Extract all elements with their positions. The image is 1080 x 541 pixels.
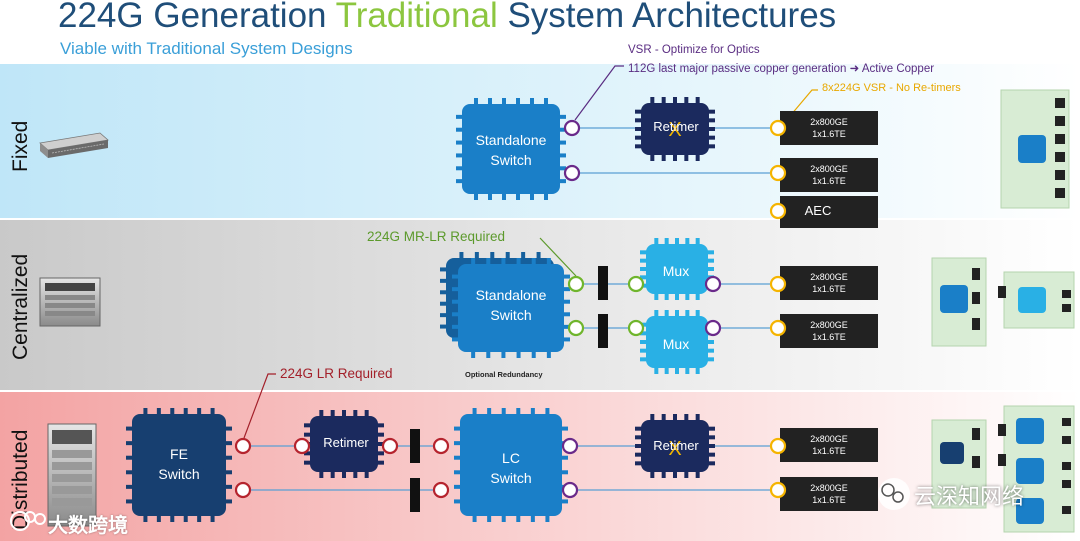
watermark-right-icon — [878, 478, 910, 510]
optical-module — [780, 428, 878, 462]
distributed-linecard-right — [998, 405, 1075, 533]
watermark-left: 大数跨境 — [48, 515, 128, 537]
standalone-switch-fixed — [456, 98, 566, 200]
port-circle — [563, 119, 581, 137]
port-circle — [561, 437, 579, 455]
port-circle — [563, 164, 581, 182]
centralized-linecard-right — [998, 271, 1075, 329]
mux-label: Mux — [662, 336, 690, 352]
port-circle — [769, 164, 787, 182]
aec-label: AEC — [804, 203, 832, 218]
distributed-chassis-image — [47, 423, 97, 527]
optical-module — [780, 477, 878, 511]
port-circle — [234, 437, 252, 455]
optical-module — [780, 314, 878, 348]
page-title: 224G Generation Traditional System Archi… — [58, 0, 836, 36]
port-circle — [567, 275, 585, 293]
optical-module — [780, 111, 878, 145]
annotation-no-retimers: 8x224G VSR - No Re-timers — [822, 82, 961, 94]
optical-module — [780, 266, 878, 300]
connector-bar — [410, 478, 420, 512]
annotation-optional-redundancy: Optional Redundancy — [465, 370, 543, 379]
arrow-right-icon: ➜ — [849, 63, 860, 75]
fe-switch — [126, 408, 232, 522]
page-subtitle: Viable with Traditional System Designs — [60, 39, 353, 58]
fixed-device-image — [39, 132, 109, 158]
port-circle — [381, 437, 399, 455]
optical-module — [780, 196, 878, 228]
fixed-linecard-image — [1000, 89, 1070, 209]
port-circle — [567, 319, 585, 337]
watermark-right: 云深知网络 — [914, 484, 1025, 509]
connector-bar — [598, 314, 608, 348]
port-circle — [704, 275, 722, 293]
annotation-lr: 224G LR Required — [280, 366, 393, 381]
port-circle — [769, 275, 787, 293]
port-circle — [561, 481, 579, 499]
connector-bar — [598, 266, 608, 300]
crossed-out-mark: X — [668, 119, 681, 141]
mux-label: Mux — [662, 263, 690, 279]
retimer-label: Retimer — [323, 435, 369, 450]
centralized-chassis-image — [39, 277, 101, 327]
retimer-removed-distributed — [635, 414, 715, 478]
annotation-vsr-optics: VSR - Optimize for Optics — [628, 44, 760, 56]
annotation-copper: 112G last major passive copper generatio… — [628, 63, 935, 75]
retimer-removed-label-distributed: Retimer — [653, 438, 699, 453]
title-accent: Traditional — [335, 0, 498, 35]
port-circle — [769, 202, 787, 220]
crossed-out-mark: X — [668, 438, 681, 460]
annotation-mr-lr: 224G MR-LR Required — [367, 229, 506, 244]
port-circle — [627, 275, 645, 293]
port-circle — [704, 319, 722, 337]
callout-line-lr — [243, 373, 276, 439]
mux-lower — [640, 310, 714, 374]
watermark-left-icon — [10, 511, 46, 531]
retimer-removed-fixed — [635, 97, 715, 161]
port-circle — [769, 437, 787, 455]
distributed-linecard-left — [931, 419, 987, 509]
port-circle — [627, 319, 645, 337]
port-circle — [769, 119, 787, 137]
connector-bar — [410, 429, 420, 463]
port-circle — [293, 437, 311, 455]
port-circle — [432, 481, 450, 499]
port-circle — [234, 481, 252, 499]
port-circle — [769, 319, 787, 337]
lc-switch — [454, 408, 568, 522]
port-circle — [769, 481, 787, 499]
port-circle — [432, 437, 450, 455]
centralized-linecard-left — [931, 257, 987, 347]
callout-line-vsr — [574, 65, 624, 121]
optical-module — [780, 158, 878, 192]
retimer-removed-label-fixed: Retimer — [653, 119, 699, 134]
standalone-switch-centralized — [452, 258, 570, 358]
retimer — [304, 410, 384, 478]
callout-line-mr-lr — [539, 237, 577, 277]
